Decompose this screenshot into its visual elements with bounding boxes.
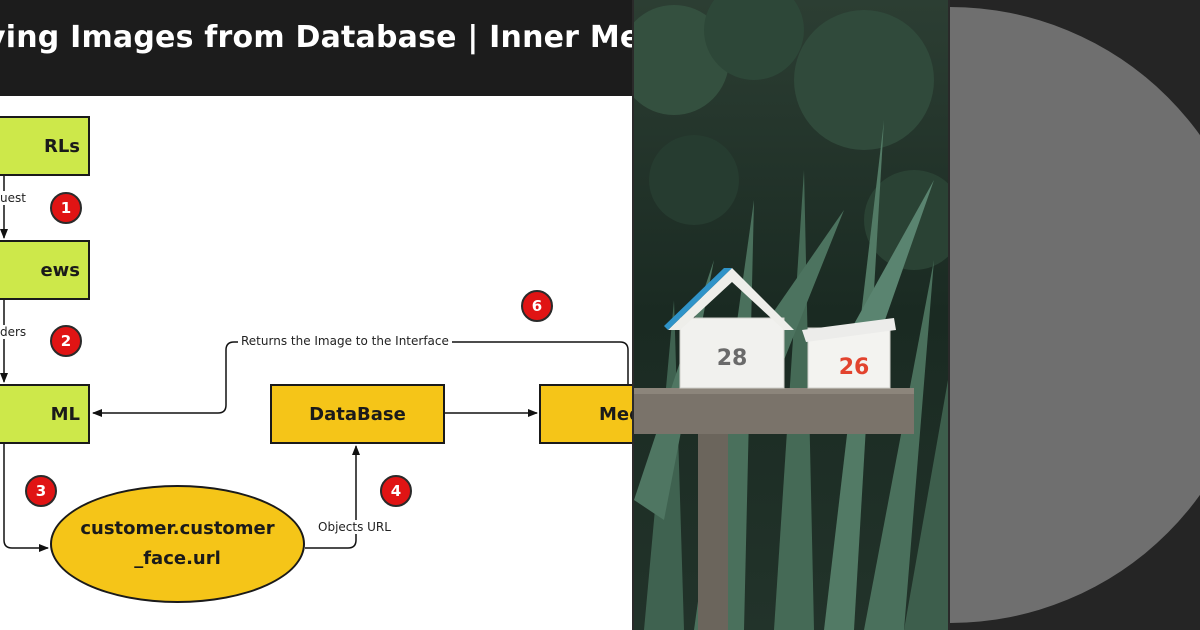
node-urls: RLs [0, 116, 90, 176]
node-customer-face-url-label: customer.customer_face.url [80, 518, 275, 569]
edge-media-html [92, 341, 629, 417]
edge-label-returns: Returns the Image to the Interface [238, 334, 452, 348]
edge-label-renders: ders [0, 325, 30, 339]
gray-circle-decoration [950, 7, 1200, 623]
edge-label-request: uest [0, 191, 29, 205]
diagram-panel: ving Images from Database | Inner Med RL… [0, 0, 632, 630]
diagram-title: ving Images from Database | Inner Med [0, 20, 632, 55]
right-decor-panel [950, 0, 1200, 630]
node-html-label: ML [50, 403, 80, 425]
step-badge-4: 4 [380, 475, 412, 507]
step-badge-1: 1 [50, 192, 82, 224]
node-media: Med [539, 384, 632, 444]
diagram-edges [0, 176, 629, 552]
node-database: DataBase [270, 384, 445, 444]
node-media-label: Med [599, 403, 632, 425]
step-badge-2: 2 [50, 325, 82, 357]
edge-label-objects-url: Objects URL [315, 520, 394, 534]
node-views-label: ews [40, 259, 80, 281]
node-database-label: DataBase [309, 403, 406, 425]
title-bar: ving Images from Database | Inner Med [0, 0, 632, 96]
step-badge-3: 3 [25, 475, 57, 507]
mailbox-photo-illustration: 28 26 [634, 0, 948, 630]
node-views: ews [0, 240, 90, 300]
node-customer-face-url: customer.customer_face.url [50, 485, 305, 603]
edge-html-ellipse [3, 444, 49, 552]
node-html: ML [0, 384, 90, 444]
edge-ellipse-database [305, 445, 360, 549]
step-badge-6: 6 [521, 290, 553, 322]
mailbox-photo: 28 26 [634, 0, 948, 630]
mailbox-right-number: 26 [839, 355, 870, 380]
mailbox-left-number: 28 [717, 346, 748, 371]
node-urls-label: RLs [43, 135, 80, 157]
